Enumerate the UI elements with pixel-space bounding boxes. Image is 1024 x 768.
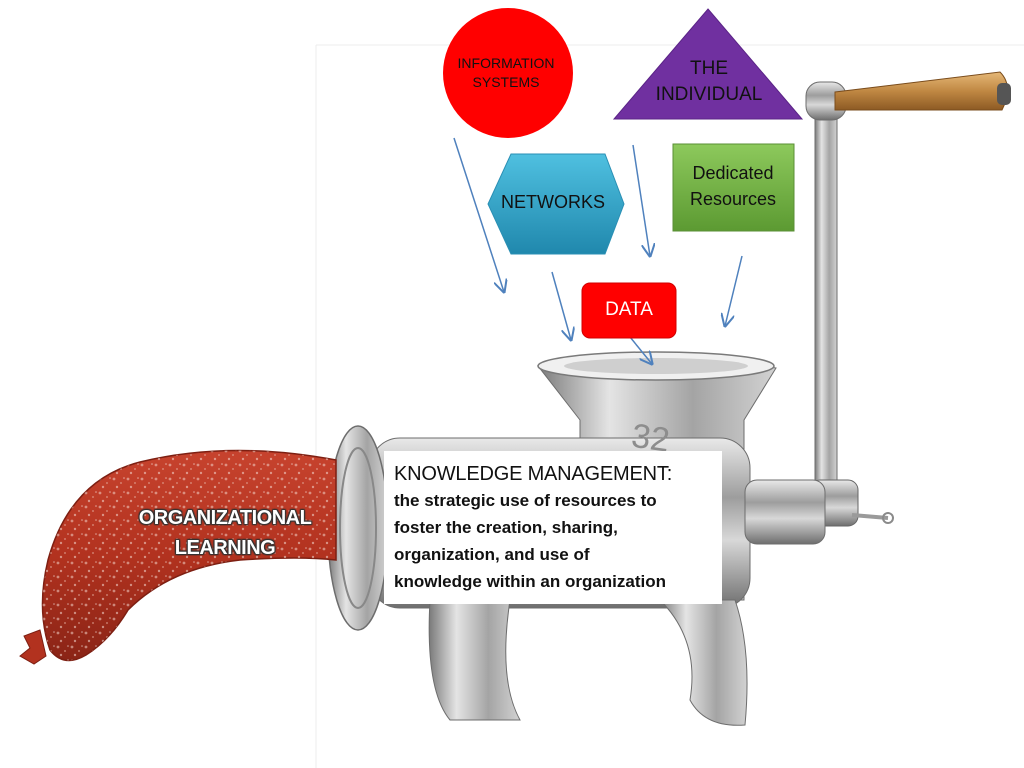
definition-title-text: KNOWLEDGE MANAGEMENT xyxy=(394,463,667,485)
dedicated-resources-label-line1: Dedicated xyxy=(692,163,774,183)
networks-label: NETWORKS xyxy=(500,192,605,212)
the-individual-label-line1: THE xyxy=(690,58,728,79)
arrow-the-individual xyxy=(632,144,650,256)
data-box xyxy=(581,282,677,339)
the-individual-label: THE INDIVIDUAL xyxy=(626,56,792,108)
data-label: DATA xyxy=(605,299,653,320)
definition-line-3: organization, and use of xyxy=(394,545,590,564)
information-systems-label-line1: INFORMATION xyxy=(457,55,555,71)
information-systems-label-line2: SYSTEMS xyxy=(472,74,540,90)
arrow-dedicated-resources xyxy=(725,255,743,326)
definition-line-4: knowledge within an organization xyxy=(394,572,667,591)
information-systems-label: INFORMATION SYSTEMS xyxy=(440,54,572,92)
information-systems-circle xyxy=(443,8,573,138)
dedicated-resources-label-line2: Resources xyxy=(689,189,777,209)
networks-hexagon xyxy=(487,153,625,255)
organizational-learning-label: ORGANIZATIONAL LEARNING xyxy=(100,503,350,563)
the-individual-label-line2: INDIVIDUAL xyxy=(655,84,763,105)
knowledge-management-definition: KNOWLEDGE MANAGEMENT: the strategic use … xyxy=(384,451,722,604)
definition-title-colon: : xyxy=(666,463,673,485)
sausage-output xyxy=(19,449,337,665)
organizational-learning-line1: ORGANIZATIONAL xyxy=(138,507,312,529)
dedicated-resources-box xyxy=(672,143,795,232)
organizational-learning-line2: LEARNING xyxy=(174,537,276,559)
dedicated-resources-label: Dedicated Resources xyxy=(676,160,790,212)
arrow-networks xyxy=(551,271,571,340)
arrow-information-systems xyxy=(453,137,504,292)
definition-line-2: foster the creation, sharing, xyxy=(394,518,618,537)
definition-body: the strategic use of resources to foster… xyxy=(394,487,714,595)
crank-handle xyxy=(805,71,1011,527)
definition-title: KNOWLEDGE MANAGEMENT: xyxy=(394,461,714,487)
definition-line-1: the strategic use of resources to xyxy=(394,491,657,510)
the-individual-triangle xyxy=(612,8,804,120)
arrow-data xyxy=(629,336,652,364)
